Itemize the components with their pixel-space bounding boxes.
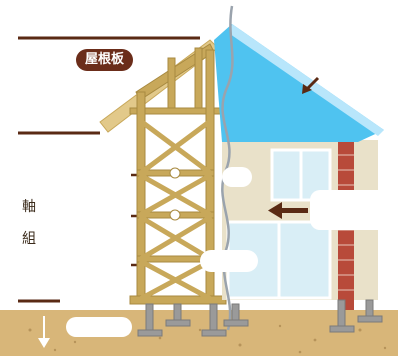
frame-braces xyxy=(138,118,213,302)
axis-label-char-2: 組 xyxy=(22,231,36,247)
frame-joint-2 xyxy=(169,209,181,221)
blue-roof xyxy=(214,24,384,142)
foundation-piers xyxy=(137,299,383,337)
ground-soil xyxy=(0,310,398,356)
ground-speckles xyxy=(28,320,387,354)
roof-arrow-head xyxy=(302,84,312,94)
wall-arrow-shaft xyxy=(280,208,308,213)
callout-blank-2 xyxy=(310,190,398,230)
arrow-down-icon xyxy=(38,338,50,348)
callout-blank-1 xyxy=(222,167,252,187)
blue-roof-edge xyxy=(230,24,384,136)
callout-blank-3 xyxy=(200,250,258,272)
axis-label-char-1: 軸 xyxy=(22,199,36,215)
callout-blank-4 xyxy=(66,317,132,337)
wall-arrow-icon xyxy=(268,202,282,219)
roof-board-label: 屋根板 xyxy=(76,49,134,71)
frame-joint-1 xyxy=(169,167,181,179)
